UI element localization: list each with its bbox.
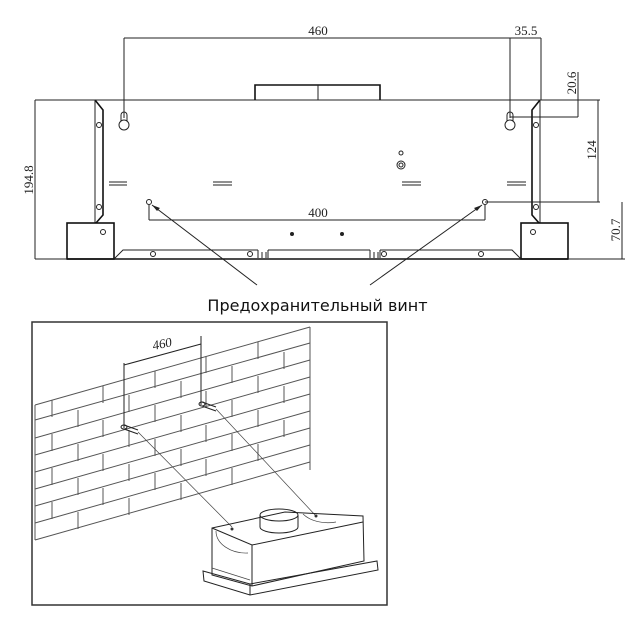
dim-35-5: 35.5 <box>515 23 538 38</box>
dim-20-6: 20.6 <box>564 71 579 94</box>
safety-screw-label: Предохранительный винт <box>207 296 428 315</box>
dim-194-8: 194.8 <box>21 165 36 194</box>
range-hood <box>202 508 379 596</box>
safety-screw-left <box>146 199 152 205</box>
dim-400: 400 <box>308 205 328 220</box>
wall-anchor-right <box>198 401 217 412</box>
installation-illustration: 460 <box>31 321 388 606</box>
illustration-frame <box>31 321 388 606</box>
wall-anchor-left <box>120 424 139 435</box>
brick-wall <box>34 326 311 541</box>
front-view-drawing: 460 35.5 20.6 124 70.7 194.8 400 <box>21 23 625 286</box>
dim-70-7: 70.7 <box>608 218 623 241</box>
dim-124: 124 <box>584 140 599 160</box>
dim-460: 460 <box>308 23 328 38</box>
dim-460-wall: 460 <box>151 334 174 353</box>
